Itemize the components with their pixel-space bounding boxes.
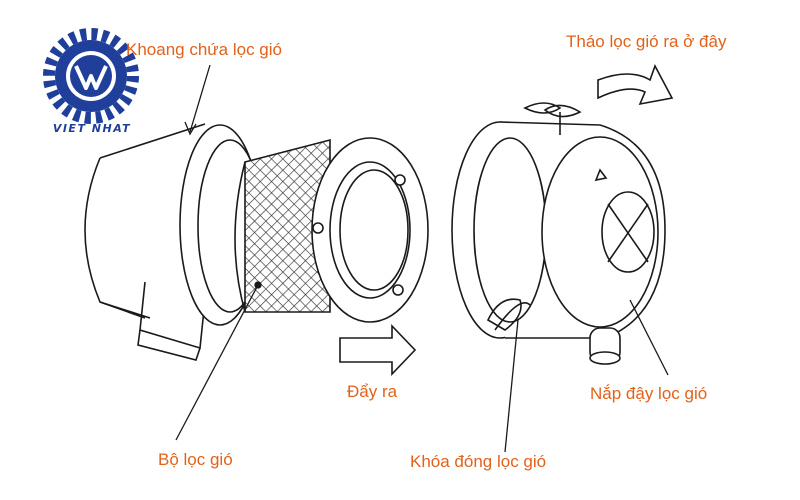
label-lock: Khóa đóng lọc gió: [410, 452, 547, 471]
label-cover: Nắp đậy lọc gió: [590, 384, 708, 403]
logo-text: VIET NHAT: [52, 122, 132, 135]
lock-clips: [486, 102, 582, 331]
filter-cover: [451, 121, 666, 365]
remove-arrow: [597, 64, 674, 106]
label-housing: Khoang chứa lọc gió: [126, 40, 282, 59]
viet-nhat-logo: [43, 28, 139, 124]
label-push-out: Đẩy ra: [347, 382, 398, 401]
filter-element: [234, 137, 429, 323]
push-arrow: [339, 324, 417, 376]
label-filter-element: Bộ lọc gió: [158, 450, 233, 469]
leader-lines: [175, 64, 669, 453]
label-remove: Tháo lọc gió ra ở đây: [566, 32, 727, 51]
